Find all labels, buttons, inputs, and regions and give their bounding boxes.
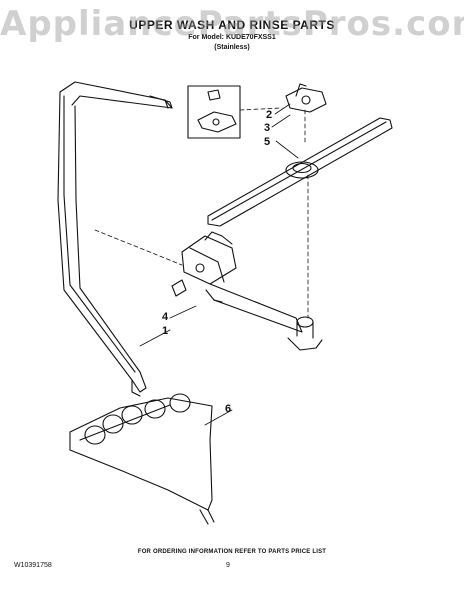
callout-2: 2 bbox=[266, 109, 272, 121]
alignment-lines bbox=[94, 107, 309, 319]
callout-1: 1 bbox=[162, 325, 168, 337]
model-line: For Model: KUDE70FXSS1 bbox=[188, 34, 276, 41]
bearing-clip bbox=[187, 83, 327, 139]
lower-manifold bbox=[69, 393, 215, 525]
page-title: UPPER WASH AND RINSE PARTS bbox=[129, 18, 335, 32]
finish-line: (Stainless) bbox=[214, 44, 250, 51]
spray-arm bbox=[207, 117, 393, 227]
ordering-note: FOR ORDERING INFORMATION REFER TO PARTS … bbox=[137, 549, 327, 555]
watermark: AppliancePartsPros.com bbox=[0, 4, 464, 44]
callout-3: 3 bbox=[264, 122, 270, 134]
manifold-pipe bbox=[171, 231, 323, 351]
document-id: W10391758 bbox=[14, 562, 52, 569]
leader-lines bbox=[139, 103, 299, 426]
callout-4: 4 bbox=[162, 311, 169, 323]
callout-6: 6 bbox=[225, 403, 231, 415]
upper-feed-tube bbox=[57, 81, 173, 397]
page-number: 9 bbox=[226, 562, 230, 569]
callout-5: 5 bbox=[264, 136, 270, 148]
